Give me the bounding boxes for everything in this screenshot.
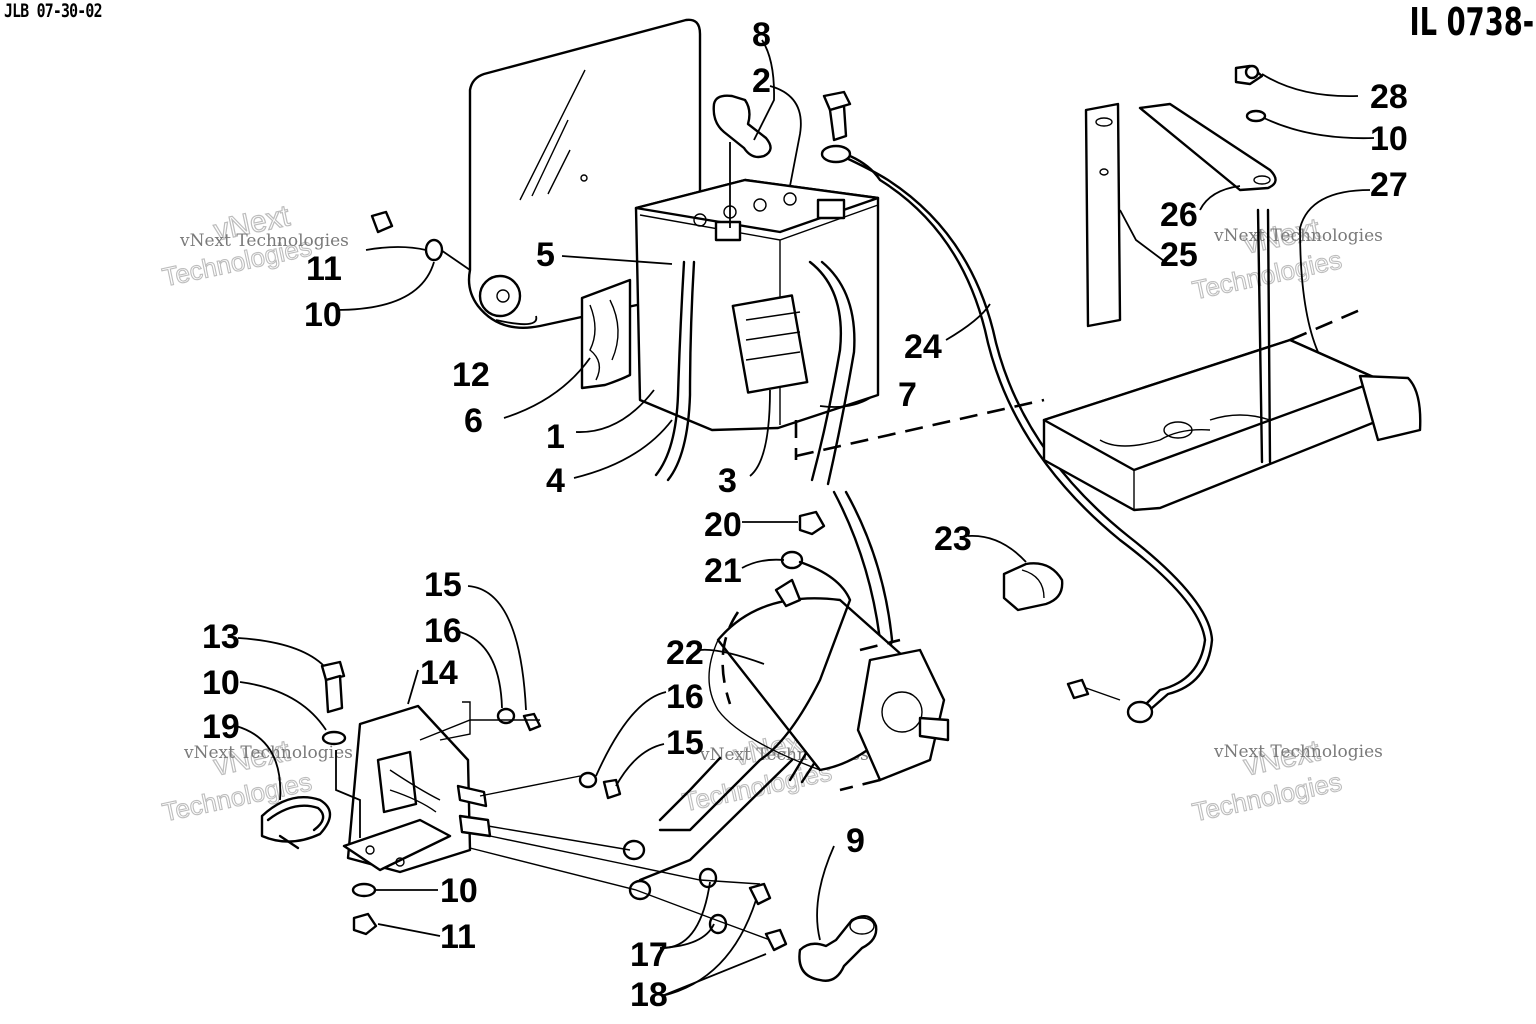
callout-21: 21 — [704, 552, 742, 590]
callout-4: 4 — [546, 462, 565, 500]
watermark-text-4: vNext Technologies — [183, 743, 353, 763]
washer-10-low — [351, 882, 377, 898]
solenoid-14 — [342, 704, 492, 874]
guide-lines-2 — [439, 701, 471, 741]
callout-numbers: 8 2 5 11 10 12 6 1 4 3 7 24 26 25 28 10 … — [202, 16, 1408, 1014]
lock-washer-17-b — [708, 913, 728, 935]
washer-10-top — [1245, 109, 1267, 123]
battery-1 — [634, 178, 880, 432]
document-code: JLB 07-30-02 — [4, 0, 103, 22]
callout-22: 22 — [666, 634, 704, 672]
callout-8: 8 — [752, 16, 771, 54]
callout-10-low: 10 — [440, 872, 478, 910]
nut-15-a — [522, 712, 542, 732]
callout-10-top-right: 10 — [1370, 120, 1408, 158]
nut-11-top — [370, 210, 394, 234]
callout-11-top: 11 — [306, 250, 342, 288]
callout-20: 20 — [704, 506, 742, 544]
callout-5: 5 — [536, 236, 555, 274]
callout-24: 24 — [904, 328, 942, 366]
callout-11-low: 11 — [440, 918, 476, 956]
callout-2: 2 — [752, 62, 771, 100]
terminal-bolt — [822, 90, 852, 142]
callout-13: 13 — [202, 618, 240, 656]
callout-14: 14 — [420, 654, 458, 692]
terminal-cap-8 — [712, 94, 772, 228]
cable-4 — [654, 260, 696, 482]
starter-cable-2 — [658, 756, 722, 822]
callout-9: 9 — [846, 822, 865, 860]
washer-16-b — [578, 771, 598, 789]
tie-rod — [1256, 208, 1272, 464]
bracket-25 — [1084, 102, 1122, 328]
washer-10-mid — [321, 730, 347, 746]
leader-lines — [235, 39, 1375, 997]
watermark-text-1: vNext Technologies — [179, 231, 349, 251]
lock-washer-17-a — [698, 867, 718, 889]
terminal-boot-9 — [798, 914, 878, 982]
watermark-text-6: vNext Technologies — [1213, 742, 1383, 762]
callout-15-a: 15 — [424, 566, 462, 604]
callout-7: 7 — [898, 376, 917, 414]
ring-terminal-b — [628, 879, 652, 901]
callout-6: 6 — [464, 402, 483, 440]
callout-15-b: 15 — [666, 724, 704, 762]
callout-16-a: 16 — [424, 612, 462, 650]
illustration-id: IL 0738- — [1409, 0, 1534, 44]
callout-27: 27 — [1370, 166, 1408, 204]
washer-16-a — [496, 707, 516, 725]
washer-10-top-left — [424, 238, 444, 262]
callout-28: 28 — [1370, 78, 1408, 116]
foam-pad-6 — [580, 278, 632, 390]
cable-tie-19 — [260, 796, 332, 850]
starter-cable-3 — [638, 758, 794, 882]
battery-tray-27 — [1042, 338, 1422, 512]
callout-23: 23 — [934, 520, 972, 558]
cable-24 — [820, 144, 1214, 724]
callout-25: 25 — [1160, 236, 1198, 274]
callout-12: 12 — [452, 356, 490, 394]
starter-motor-22 — [708, 578, 950, 792]
callout-19: 19 — [202, 708, 240, 746]
callout-10-mid: 10 — [202, 664, 240, 702]
nut-18-b — [764, 928, 788, 952]
callout-3: 3 — [718, 462, 737, 500]
callout-17: 17 — [630, 936, 668, 974]
starter-cable — [658, 560, 852, 832]
washer-21 — [780, 550, 804, 570]
callout-1: 1 — [546, 418, 565, 456]
nut-20 — [798, 510, 826, 536]
nut-11-low — [352, 912, 378, 936]
alignment-line — [795, 308, 1361, 458]
callout-16-b: 16 — [666, 678, 704, 716]
callout-10-top-left: 10 — [304, 296, 342, 334]
callout-18: 18 — [630, 976, 668, 1014]
bolt-13 — [320, 660, 346, 714]
ring-terminal-a — [622, 839, 646, 861]
nut-18-a — [748, 882, 772, 906]
watermark-text-3: vNext Technologies — [1213, 226, 1383, 246]
clip-23 — [1002, 562, 1064, 612]
hold-down-strap-26 — [1138, 102, 1277, 192]
watermark-3: vNext Technologies — [1189, 212, 1345, 306]
callout-26: 26 — [1160, 196, 1198, 234]
wing-nut-28 — [1234, 64, 1264, 86]
